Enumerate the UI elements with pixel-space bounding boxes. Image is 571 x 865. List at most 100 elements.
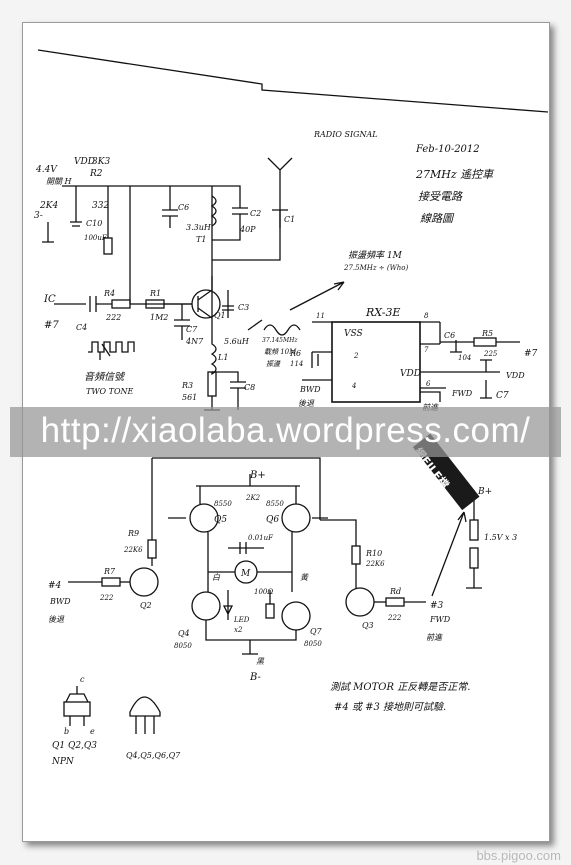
two-tone-label: TWO TONE [86, 387, 134, 396]
r3-label: R3 [181, 381, 193, 390]
r2-value: 3K3 [92, 157, 110, 167]
r2-label: R2 [89, 169, 103, 179]
r5-label: R5 [481, 329, 493, 338]
fwd-ic-label: FWD [451, 389, 473, 398]
vdd-top-label: VDD [74, 157, 95, 167]
c3-label: C3 [238, 303, 249, 312]
r6-value: 114 [290, 360, 303, 368]
bwd-bottom-label: BWD [49, 597, 71, 606]
yellow-wire-label: 黃 [300, 573, 309, 582]
rd-label: Rd [389, 587, 401, 596]
c1-label: C1 [284, 215, 295, 224]
q7-label: Q7 [310, 627, 323, 636]
c7b-label: C7 [496, 391, 509, 401]
component-labels: RADIO SIGNAL Feb-10-2012 27MHz 遙控車 接受電路 … [34, 130, 538, 767]
npn-pins-label: Q1 Q2,Q3 [52, 741, 97, 751]
q4-label: Q4 [178, 629, 190, 638]
c6b-label: C6 [444, 331, 455, 340]
c8-label: C8 [244, 383, 255, 392]
date-label: Feb-10-2012 [415, 144, 480, 155]
bminus-label: B- [249, 672, 262, 683]
test-note-2: #4 或 #3 接地則可試驗. [334, 701, 446, 713]
r9-label: R9 [127, 529, 139, 538]
minus-label: 3- [34, 211, 43, 221]
r8-value: 2K2 [245, 494, 261, 502]
pin4-label: 4 [351, 382, 356, 390]
title-line-2: 接受電路 [418, 190, 463, 203]
demod-note: 37.145MHz [262, 337, 298, 344]
watermark-banner: http://xiaolaba.wordpress.com/ [10, 407, 561, 457]
motor-label: M [240, 569, 251, 579]
bwd-bottom-cn: 後退 [48, 615, 65, 624]
q2-label: Q2 [140, 601, 152, 610]
c7-label: C7 [186, 325, 198, 334]
c10-value: 100uF [84, 234, 108, 242]
freq-note: 振盪頻率 1M [348, 250, 403, 261]
bplus-right-label: B+ [477, 487, 492, 497]
r2-side: 2K4 [39, 201, 58, 211]
c10-label: C10 [86, 219, 102, 228]
r4-value: 222 [105, 313, 121, 322]
q7-value: 8050 [304, 640, 322, 648]
pin6-label: 6 [426, 380, 431, 388]
led-value: x2 [234, 626, 243, 634]
q1-label: Q1 [214, 311, 226, 320]
r1-label: R1 [149, 289, 161, 298]
white-wire-label: 白 [212, 573, 221, 582]
pin-e-label: e [90, 727, 95, 736]
l1-value: 5.6uH [224, 337, 250, 346]
c4-label: C4 [76, 323, 87, 332]
fwd-bottom-label: FWD [429, 615, 451, 624]
q6-label: Q6 [266, 515, 279, 525]
c6b-value: 104 [458, 354, 471, 362]
test-note-1: 測試 MOTOR 正反轉是否正常. [330, 681, 470, 693]
fwd-bottom-cn: 前進 [426, 633, 443, 642]
carrier-note-2: 振盪 [266, 360, 281, 368]
audio-signal-label: 音頻信號 [84, 371, 126, 383]
l1-label: L1 [217, 353, 228, 362]
r1-value: 1M2 [150, 313, 168, 322]
r10-label: R10 [365, 549, 382, 558]
motor-res-label: 100Ω [254, 588, 273, 596]
pin7-left-label: #7 [44, 320, 59, 331]
r4-label: R4 [103, 289, 115, 298]
q5-value: 8550 [214, 500, 232, 508]
q6-value: 8550 [266, 500, 284, 508]
watermark-url[interactable]: http://xiaolaba.wordpress.com/ [40, 411, 531, 450]
cap-note: 0.01uF [248, 534, 274, 542]
led-label: LED [233, 616, 250, 624]
rd-value: 222 [387, 614, 402, 622]
freq-note-2: 27.5MHz ÷ (Who) [343, 264, 409, 272]
r2-code: 332 [92, 201, 109, 211]
c6-label: C6 [178, 203, 189, 212]
r6-label: R6 [289, 349, 301, 358]
title-line-1: 27MHz 遙控車 [415, 168, 495, 181]
pin-c-label: c [80, 675, 85, 684]
vdd-ic-label: VDD [400, 369, 421, 379]
r10-value: 22K6 [365, 560, 385, 568]
pin7-right-label: #7 [524, 349, 538, 359]
carrier-note: 載頻 10M [264, 348, 297, 356]
pin11-label: 11 [316, 312, 325, 320]
c2-label: C2 [250, 209, 261, 218]
pin7-label: 7 [424, 346, 429, 354]
bplus-top-label: B+ [249, 470, 266, 481]
pin4-bwd-label: #4 [48, 581, 62, 591]
t1-label: T1 [196, 235, 206, 244]
title-line-3: 線路圖 [420, 212, 455, 225]
vss-label: VSS [344, 329, 363, 339]
switch-label: 開關 H [46, 177, 73, 186]
r5-value: 225 [483, 350, 498, 358]
q5-label: Q5 [214, 515, 227, 525]
npn-label: NPN [51, 757, 75, 767]
q4-value: 8050 [174, 642, 192, 650]
r3-value: 561 [182, 393, 197, 402]
ground-label: 黑 [256, 657, 265, 666]
bwd-ic-cn: 後退 [298, 399, 315, 408]
t1-value: 3.3uH [186, 223, 212, 232]
battery-label: 1.5V x 3 [484, 533, 517, 542]
bwd-ic-label: BWD [299, 385, 321, 394]
pin-b-label: b [64, 727, 69, 736]
r7-value: 222 [99, 594, 114, 602]
